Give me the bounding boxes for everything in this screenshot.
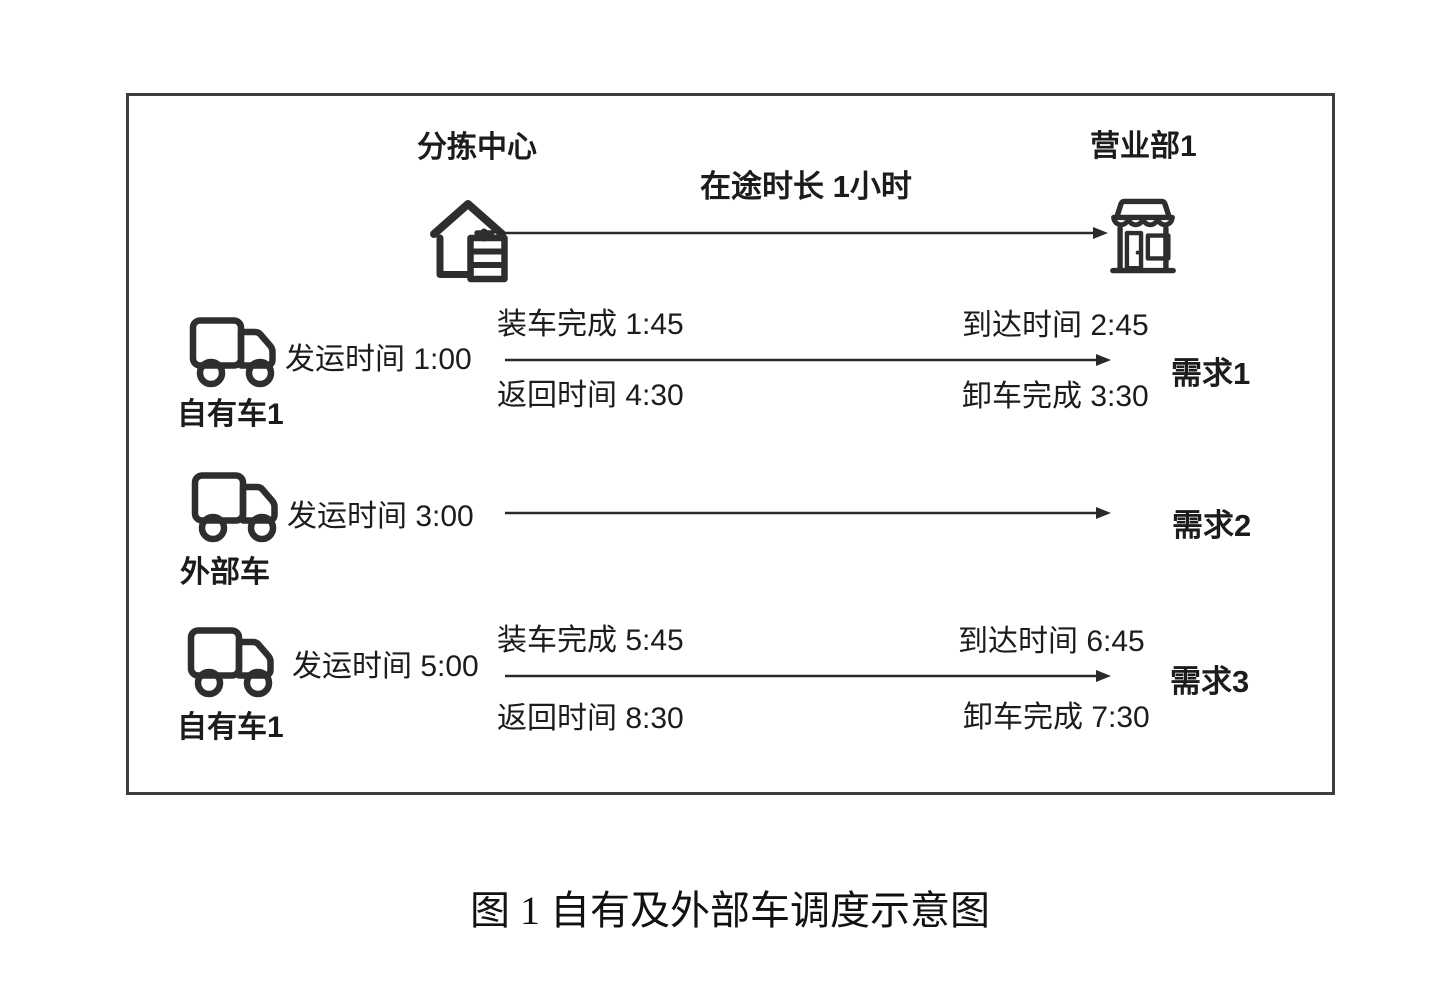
- demand-label: 需求1: [1171, 356, 1251, 391]
- truck-icon: [186, 316, 286, 390]
- vehicle-label: 自有车1: [177, 711, 284, 744]
- warehouse-icon: [428, 197, 508, 285]
- vehicle-label: 外部车: [180, 556, 270, 589]
- truck-icon: [188, 471, 288, 545]
- return-time-label: 返回时间 4:30: [497, 379, 684, 412]
- demand-label: 需求2: [1172, 508, 1252, 543]
- dispatch-time-label: 发运时间 5:00: [292, 650, 479, 683]
- route-arrow: [505, 351, 1112, 369]
- figure-frame: [126, 93, 1335, 795]
- load-complete-label: 装车完成 5:45: [497, 624, 684, 657]
- transit-duration-label: 在途时长 1小时: [700, 169, 912, 204]
- arrival-time-label: 到达时间 2:45: [962, 309, 1149, 342]
- return-time-label: 返回时间 8:30: [497, 702, 684, 735]
- truck-icon: [184, 626, 284, 700]
- arrival-time-label: 到达时间 6:45: [958, 625, 1145, 658]
- route-arrow: [505, 667, 1112, 685]
- unload-complete-label: 卸车完成 3:30: [962, 380, 1149, 413]
- storefront-icon: [1104, 196, 1182, 276]
- vehicle-label: 自有车1: [177, 398, 284, 431]
- figure-caption: 图 1 自有及外部车调度示意图: [470, 888, 990, 933]
- load-complete-label: 装车完成 1:45: [497, 308, 684, 341]
- dispatch-time-label: 发运时间 3:00: [287, 500, 474, 533]
- origin-label: 分拣中心: [417, 131, 537, 164]
- destination-label: 营业部1: [1090, 130, 1197, 163]
- dispatch-time-label: 发运时间 1:00: [285, 343, 472, 376]
- transit-arrow: [497, 224, 1109, 242]
- route-arrow: [505, 504, 1112, 522]
- demand-label: 需求3: [1170, 664, 1250, 699]
- unload-complete-label: 卸车完成 7:30: [963, 701, 1150, 734]
